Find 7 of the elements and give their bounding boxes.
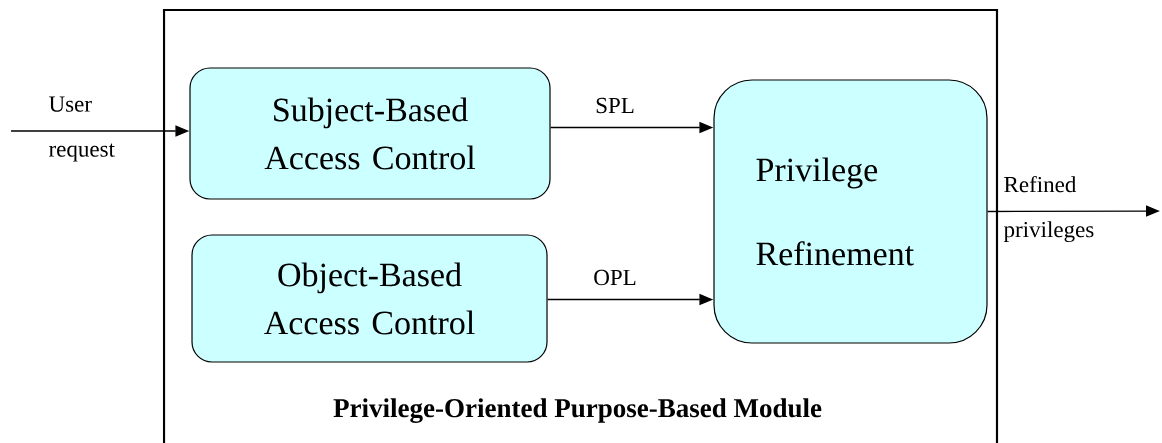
edge-label: OPL xyxy=(594,269,636,286)
process-box: Privilege Refinement xyxy=(713,79,988,344)
process-box: Object-Based Access Control xyxy=(191,234,548,363)
edge-label: Refined privileges xyxy=(1003,175,1094,243)
edge-label: User request xyxy=(49,96,115,162)
process-box: Subject-Based Access Control xyxy=(189,67,551,200)
edge-label: SPL xyxy=(596,97,634,114)
